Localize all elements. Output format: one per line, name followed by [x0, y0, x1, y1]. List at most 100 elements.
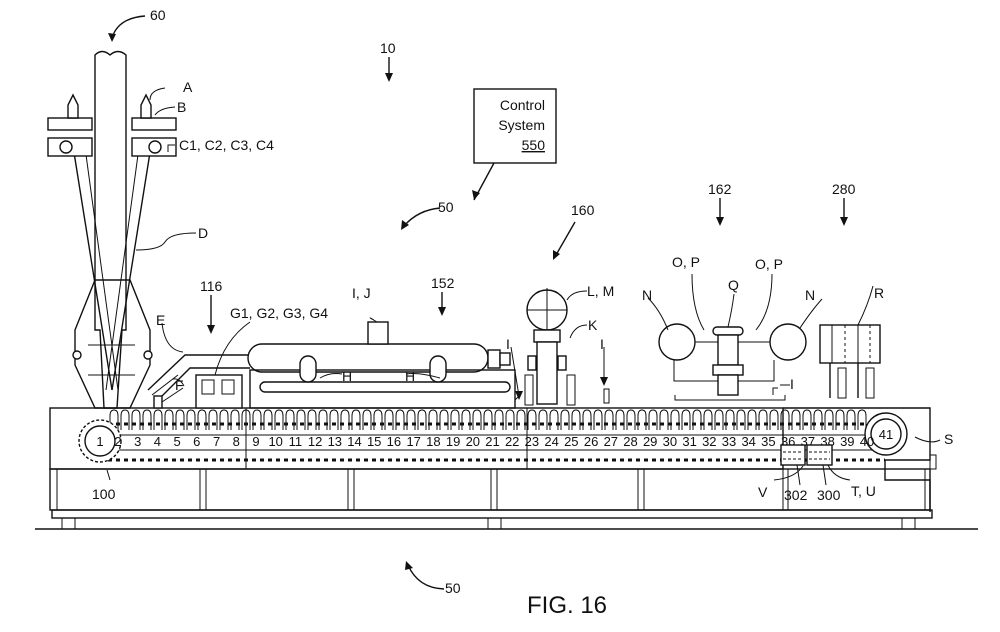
station-number: 35: [761, 434, 775, 449]
bottle: [154, 410, 162, 430]
station-number: 2: [114, 434, 121, 449]
ref-50-bottom: 50: [445, 580, 461, 596]
label-n-2: N: [805, 287, 815, 303]
bottle: [583, 410, 591, 430]
label-f: F: [175, 377, 184, 393]
control-line2: System: [498, 117, 545, 133]
station-number: 5: [173, 434, 180, 449]
bottle: [297, 410, 305, 430]
station-number: 4: [154, 434, 161, 449]
station-280: [820, 325, 880, 398]
station-number: 32: [702, 434, 716, 449]
station-number: 15: [367, 434, 381, 449]
bottle: [220, 410, 228, 430]
bottle: [451, 410, 459, 430]
bottle: [132, 410, 140, 430]
bottle: [572, 410, 580, 430]
station-number: 33: [722, 434, 736, 449]
blow-mold-160: [515, 288, 609, 408]
label-i-1: I: [506, 336, 510, 352]
bottle: [484, 410, 492, 430]
preform-loader-right: [132, 95, 176, 156]
control-ref: 550: [522, 137, 546, 153]
bottle: [803, 410, 811, 430]
station-number: 19: [446, 434, 460, 449]
bottle: [187, 410, 195, 430]
bottle: [176, 410, 184, 430]
bottle: [473, 410, 481, 430]
bottle: [550, 410, 558, 430]
ref-50-top: 50: [438, 199, 454, 215]
label-tu: T, U: [851, 483, 876, 499]
label-g: G1, G2, G3, G4: [230, 305, 328, 321]
control-line1: Control: [500, 97, 545, 113]
gripper-station-g: [196, 375, 242, 408]
bottle: [429, 410, 437, 430]
station-number: 7: [213, 434, 220, 449]
label-lm: L, M: [587, 283, 614, 299]
ref-160: 160: [571, 202, 595, 218]
station-number: 39: [840, 434, 854, 449]
label-i-3: I: [790, 376, 794, 392]
bottle: [649, 410, 657, 430]
station-number: 9: [252, 434, 259, 449]
label-q: Q: [728, 277, 739, 293]
bottle: [275, 410, 283, 430]
bottle: [363, 410, 371, 430]
station-number: 6: [193, 434, 200, 449]
label-s: S: [944, 431, 953, 447]
ref-280: 280: [832, 181, 856, 197]
station-number: 8: [233, 434, 240, 449]
sensor-302: [781, 445, 805, 465]
bottle: [759, 410, 767, 430]
station-number: 12: [308, 434, 322, 449]
label-k: K: [588, 317, 598, 333]
bottle: [198, 410, 206, 430]
label-b: B: [177, 99, 186, 115]
station-number: 26: [584, 434, 598, 449]
bottle: [539, 410, 547, 430]
bottle: [726, 410, 734, 430]
sensor-300: [807, 445, 832, 465]
bottle: [517, 410, 525, 430]
label-h1: H: [342, 368, 352, 384]
station-number: 3: [134, 434, 141, 449]
station-number: 14: [347, 434, 361, 449]
bottle: [143, 410, 151, 430]
bottle: [440, 410, 448, 430]
bottle: [781, 410, 789, 430]
oven-152: [248, 322, 515, 408]
bottle: [616, 410, 624, 430]
bottle: [814, 410, 822, 430]
station-number: 1: [96, 434, 103, 449]
station-number: 40: [860, 434, 874, 449]
bottle: [341, 410, 349, 430]
bottle: [165, 410, 173, 430]
station-number: 16: [387, 434, 401, 449]
ref-152: 152: [431, 275, 455, 291]
label-ij: I, J: [352, 285, 371, 301]
station-number: 34: [741, 434, 755, 449]
station-number: 30: [663, 434, 677, 449]
bottle: [737, 410, 745, 430]
station-number: 23: [525, 434, 539, 449]
station-number: 10: [268, 434, 282, 449]
bottle: [396, 410, 404, 430]
label-h2: H: [405, 368, 415, 384]
station-number: 28: [623, 434, 637, 449]
station-number: 22: [505, 434, 519, 449]
station-number: 29: [643, 434, 657, 449]
label-d: D: [198, 225, 208, 241]
station-number: 41: [879, 427, 893, 442]
station-number: 25: [564, 434, 578, 449]
bottle: [660, 410, 668, 430]
bottle: [704, 410, 712, 430]
label-r: R: [874, 285, 884, 301]
ref-10: 10: [380, 40, 396, 56]
station-number: 31: [682, 434, 696, 449]
bottle: [638, 410, 646, 430]
label-n-1: N: [642, 287, 652, 303]
bottle: [308, 410, 316, 430]
station-number: 18: [426, 434, 440, 449]
preform-loader-left: [48, 95, 92, 156]
